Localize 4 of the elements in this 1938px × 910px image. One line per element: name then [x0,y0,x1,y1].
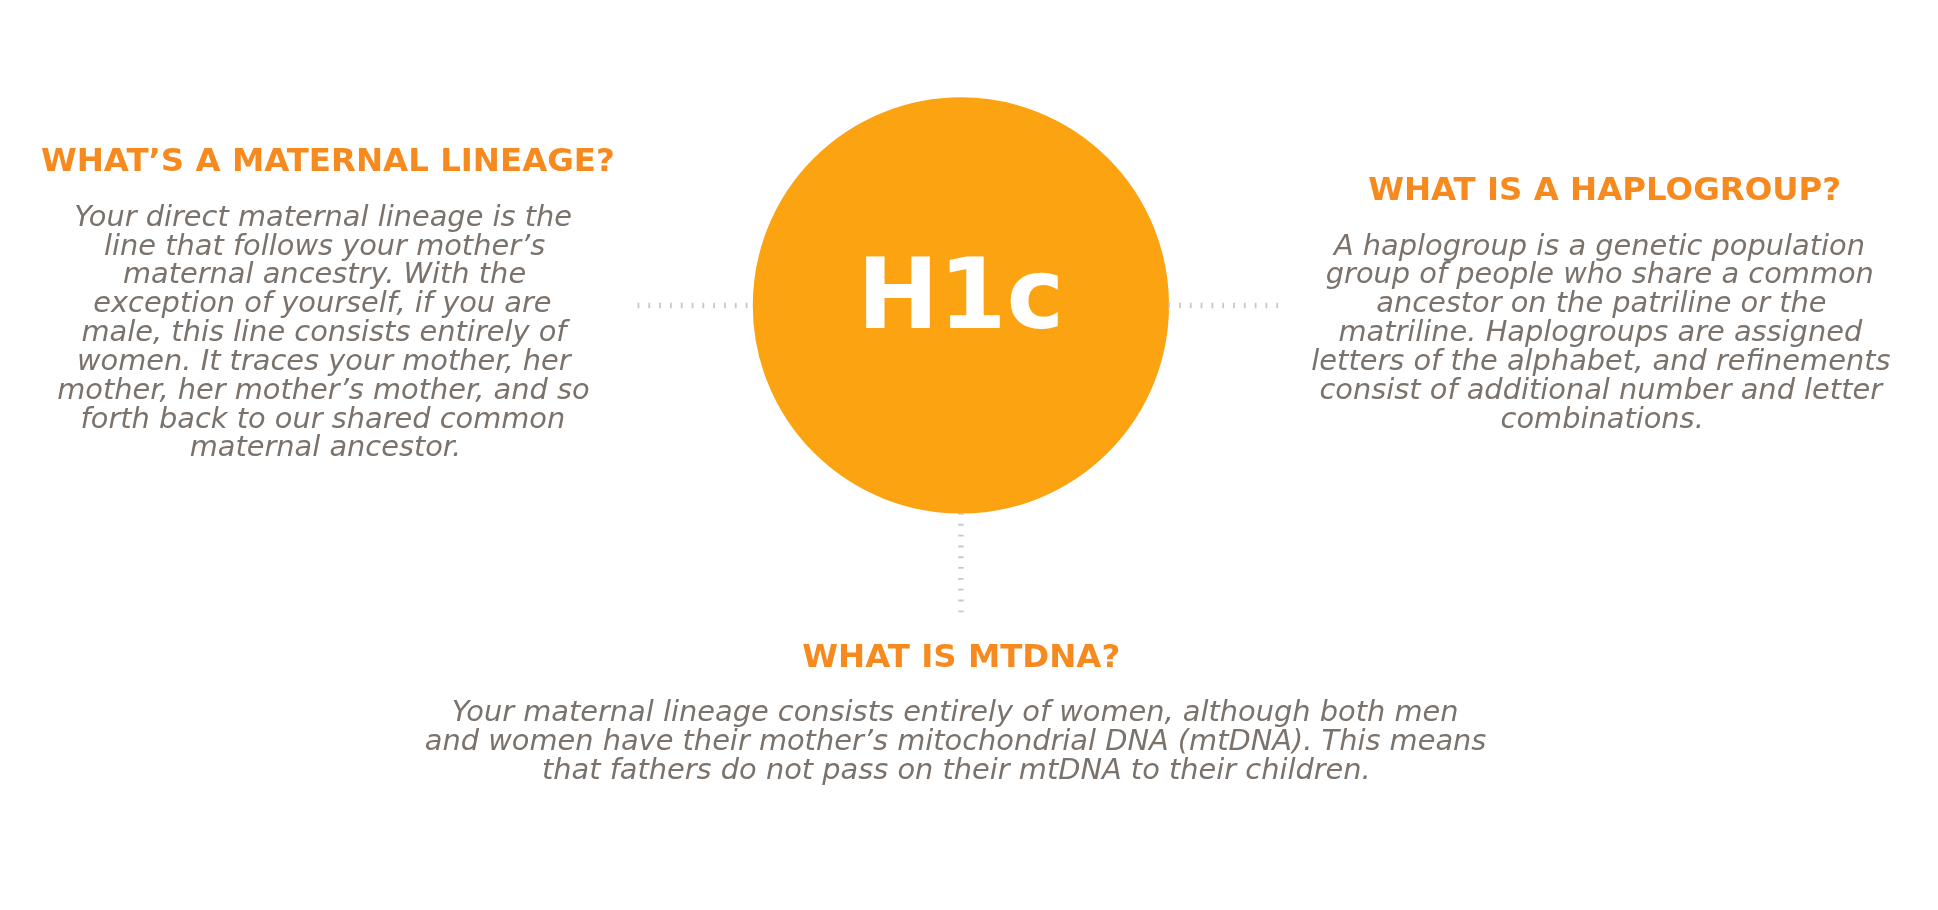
node-text: WHAT IS A HAPLOGROUP? A haplogroup is a genetic population group of people who share a common ancestor on the patriline or the matriline. Haplogroups are assigned letters of the alphabet, and refinements consist of additional number and letter combinations. [1311,169,1891,435]
node-text: WHAT IS MTDNA? Your maternal lineage consists entirely of women, although both men and women have their mother’s mitochondrial DNA (mtDNA). This means that fathers do not pass on their mtDNA to their children. [424,636,1487,786]
node-circle: H1c [752,97,1169,514]
node-text: WHAT’S A MATERNAL LINEAGE? Your direct maternal lineage is the line that follows your mother’s maternal ancestry. With the exception of yourself, if you are male, this line consists entirely of women. It traces your mother, her mother, her mother’s mother, and so forth back to our shared common maternal ancestor. [40,141,615,464]
